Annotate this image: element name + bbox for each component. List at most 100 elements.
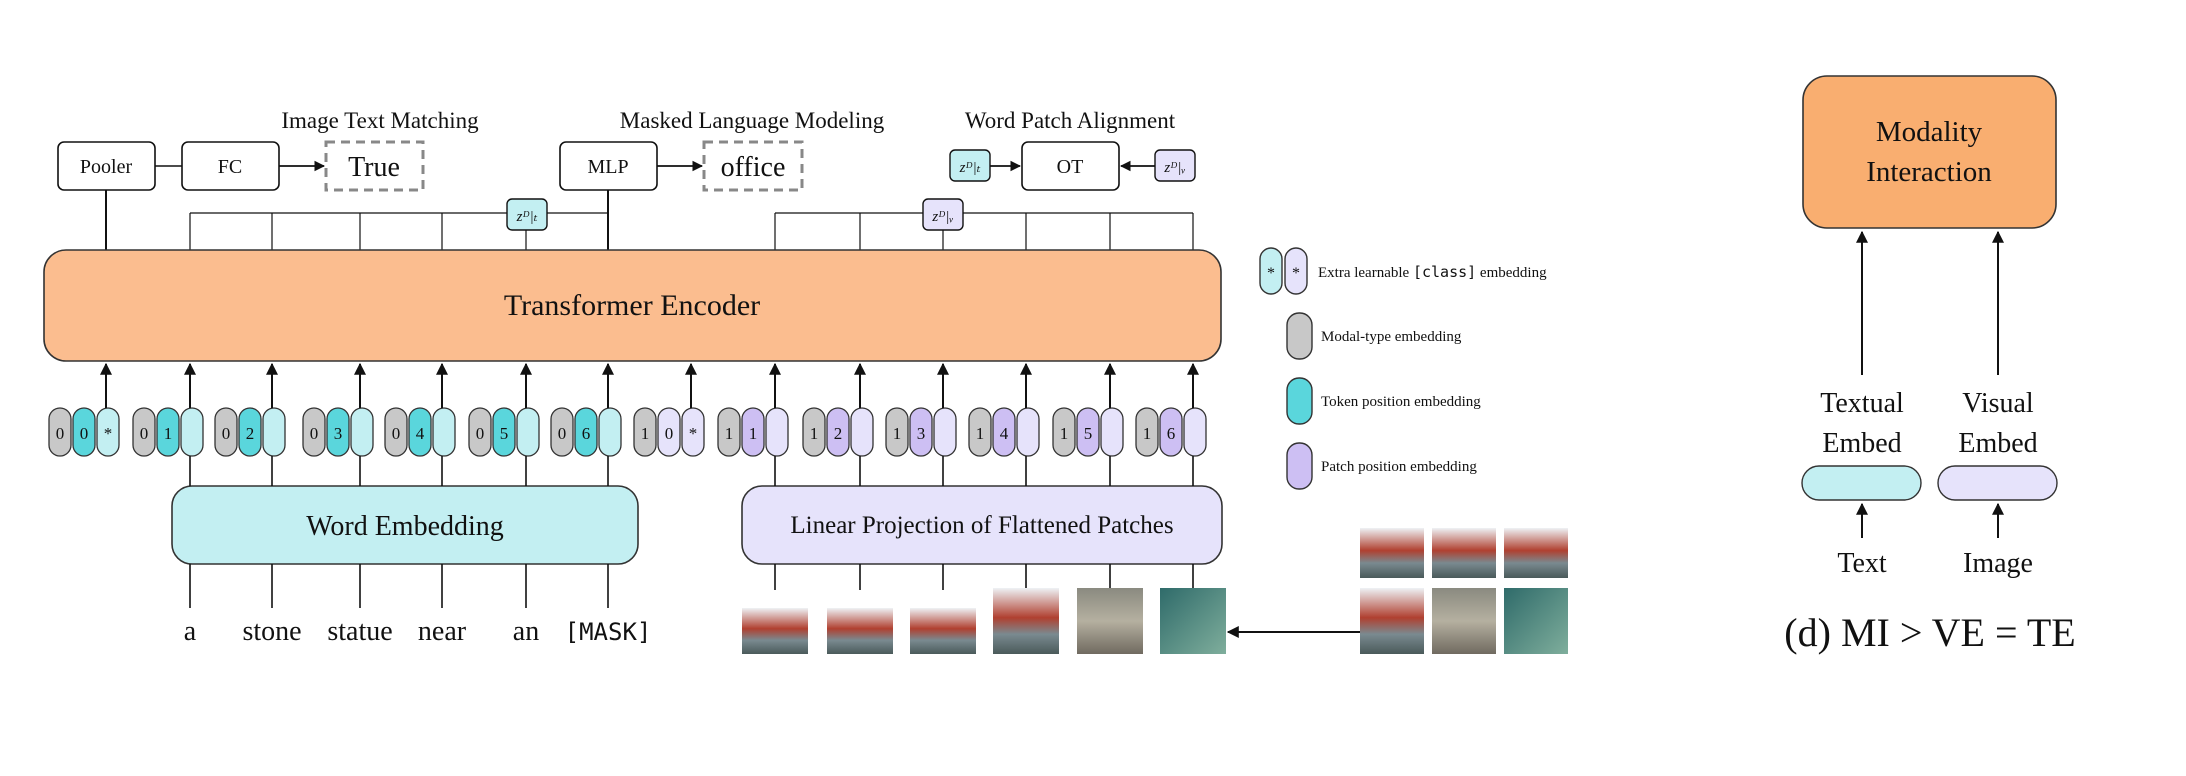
token-pill (432, 407, 456, 457)
input-word: [MASK] (565, 618, 652, 646)
modal-type-pill (48, 407, 72, 457)
mi-caption: (d) MI > VE = TE (1784, 610, 2075, 655)
mlm-title: Masked Language Modeling (620, 108, 885, 133)
source-patch-3 (1504, 528, 1568, 578)
position-pill (826, 407, 850, 457)
linear-projection-box (741, 485, 1223, 565)
cls-pill-label: * (104, 424, 113, 443)
modal-type-pill (132, 407, 156, 457)
position-pill-label: 4 (416, 424, 425, 443)
modal-type-pill-label: 1 (976, 424, 985, 443)
legend-cls-star-a: * (1267, 265, 1275, 282)
legend: * * Extra learnable [class] embedding Mo… (1259, 247, 1547, 490)
word-embedding-box (171, 485, 639, 565)
legend-modal-label: Modal-type embedding (1321, 329, 1462, 345)
visual-embed-pill (1937, 465, 2058, 501)
position-pill-label: 3 (334, 424, 343, 443)
token-pill (850, 407, 874, 457)
ot-box (1021, 141, 1120, 191)
modal-type-pill (1052, 407, 1076, 457)
visual-embed-line2: Embed (1958, 428, 2037, 459)
modality-label: Modality (1876, 116, 1983, 148)
position-pill-label: 0 (665, 424, 674, 443)
position-pill-label: 6 (582, 424, 591, 443)
position-pill (238, 407, 262, 457)
transformer-encoder-box (43, 249, 1222, 362)
input-word: statue (327, 616, 392, 647)
source-patch-5 (1432, 588, 1496, 654)
modal-type-pill (1135, 407, 1159, 457)
legend-cls-star-b: * (1292, 265, 1300, 282)
source-patch-1 (1360, 528, 1424, 578)
position-pill-label: 2 (246, 424, 255, 443)
token-pill (933, 407, 957, 457)
image-output-bracket (774, 212, 1194, 250)
token-pill (1183, 407, 1207, 457)
legend-token-pill (1286, 377, 1313, 425)
word-embedding-label: Word Embedding (306, 511, 504, 542)
modal-type-pill-label: 1 (725, 424, 734, 443)
modality-interaction-box (1802, 75, 2057, 229)
modal-type-pill (214, 407, 238, 457)
position-pill (408, 407, 432, 457)
office-output-label: office (721, 152, 786, 183)
token-pill (262, 407, 286, 457)
office-output-box (702, 140, 804, 192)
legend-cls-label: Extra learnable [class] embedding (1318, 263, 1547, 281)
linear-projection-label: Linear Projection of Flattened Patches (790, 512, 1173, 539)
position-pill-label: 1 (164, 424, 173, 443)
token-pill (1100, 407, 1124, 457)
visual-embed-line1: Visual (1962, 388, 2034, 419)
cls-pill (96, 407, 120, 457)
modal-type-pill (968, 407, 992, 457)
heads: Image Text Matching Masked Language Mode… (57, 108, 1196, 250)
position-pill-label: 0 (80, 424, 89, 443)
position-pill (1076, 407, 1100, 457)
wpa-title: Word Patch Alignment (965, 108, 1176, 133)
textual-embed-line1: Textual (1820, 388, 1904, 419)
input-lines (189, 456, 1194, 608)
modal-type-pill-label: 0 (56, 424, 65, 443)
image-input-label: Image (1963, 548, 2033, 579)
image-patch-3 (910, 608, 976, 654)
modal-type-pill-label: 1 (1143, 424, 1152, 443)
token-pill (598, 407, 622, 457)
position-pill (992, 407, 1016, 457)
modal-type-pill-label: 0 (476, 424, 485, 443)
modal-type-pill (885, 407, 909, 457)
transformer-encoder-label: Transformer Encoder (504, 289, 760, 322)
modal-type-pill (802, 407, 826, 457)
token-pill (516, 407, 540, 457)
itm-title: Image Text Matching (281, 108, 479, 133)
source-patch-4 (1360, 588, 1424, 654)
fc-label: FC (218, 156, 242, 178)
ot-label: OT (1057, 156, 1084, 178)
modal-type-pill-label: 1 (1060, 424, 1069, 443)
text-zt-label: zᴰ|ₜ (516, 209, 538, 225)
textual-embed-pill (1801, 465, 1922, 501)
source-patch-6 (1504, 588, 1568, 654)
source-image (1226, 528, 1568, 654)
image-patch-2 (827, 608, 893, 654)
modal-type-pill-label: 0 (140, 424, 149, 443)
text-input-label: Text (1837, 548, 1887, 579)
position-pill-label: 1 (749, 424, 758, 443)
legend-modal-pill (1286, 312, 1313, 360)
input-word: stone (242, 616, 301, 647)
position-pill-label: 2 (834, 424, 843, 443)
wpa-zv-chip (1154, 149, 1196, 182)
interaction-label: Interaction (1866, 156, 1992, 188)
legend-token-label: Token position embedding (1321, 394, 1481, 410)
true-output-box (324, 140, 425, 192)
position-pill-label: 3 (917, 424, 926, 443)
mi-panel: Modality Interaction Textual Embed Visua… (1784, 75, 2076, 655)
image-patch-1 (742, 608, 808, 654)
